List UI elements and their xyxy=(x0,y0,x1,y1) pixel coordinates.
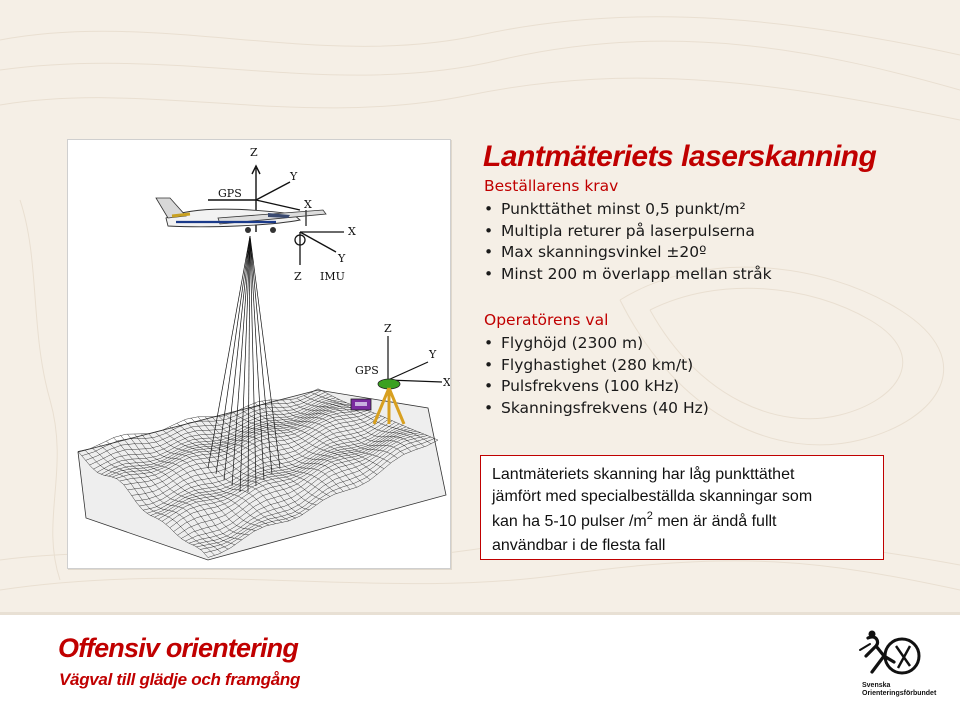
aircraft-x-label: X xyxy=(304,198,312,211)
imu-y-label: Y xyxy=(337,252,346,265)
list-item: •Pulsfrekvens (100 kHz) xyxy=(484,376,709,398)
runner-logo-icon xyxy=(859,630,921,675)
footer-brand: Offensiv orientering xyxy=(58,633,299,663)
aircraft-y-label: Y xyxy=(289,170,298,183)
lidar-diagram: Z Y X GPS X Y Z IMU Z Y X GPS xyxy=(77,146,450,561)
orienteering-federation-logo: Svenska Orienteringsförbundet xyxy=(858,628,938,698)
requirements-list: •Punkttäthet minst 0,5 punkt/m² •Multipl… xyxy=(484,199,772,285)
logo-line-2: Orienteringsförbundet xyxy=(862,690,937,697)
imu-z-label: Z xyxy=(294,270,302,283)
ground-x-label: X xyxy=(443,376,450,389)
list-item: •Minst 200 m överlapp mellan stråk xyxy=(484,264,772,286)
list-item: •Max skanningsvinkel ±20º xyxy=(484,242,772,264)
imu-label: IMU xyxy=(320,270,345,283)
ground-gps-label: GPS xyxy=(355,364,379,377)
note-box: Lantmäteriets skanning har låg punkttäth… xyxy=(480,455,884,560)
logo-line-1: Svenska xyxy=(862,682,891,689)
laser-beams xyxy=(207,235,281,493)
list-item: •Punkttäthet minst 0,5 punkt/m² xyxy=(484,199,772,221)
footer-band xyxy=(0,612,960,719)
lidar-scanning-figure: Z Y X GPS X Y Z IMU Z Y X GPS xyxy=(67,139,451,569)
note-line-1: Lantmäteriets skanning har låg punkttäth… xyxy=(492,466,795,483)
list-item: •Flyghöjd (2300 m) xyxy=(484,333,709,355)
bullet-dot-icon: • xyxy=(484,355,494,374)
page-title: Lantmäteriets laserskanning xyxy=(483,140,877,173)
operator-heading: Operatörens val xyxy=(484,311,609,329)
bullet-dot-icon: • xyxy=(484,221,494,240)
operator-list: •Flyghöjd (2300 m) •Flyghastighet (280 k… xyxy=(484,333,709,419)
aircraft-gps-label: GPS xyxy=(218,187,242,200)
bullet-dot-icon: • xyxy=(484,200,494,218)
note-line-3: kan ha 5-10 pulser /m2 men är ändå fullt xyxy=(492,510,777,530)
footer-tagline: Vägval till glädje och framgång xyxy=(59,670,301,689)
aircraft-z-label: Z xyxy=(250,146,258,159)
gps-ground-receiver-icon xyxy=(350,378,406,425)
bullet-dot-icon: • xyxy=(484,243,494,262)
terrain-mesh xyxy=(77,388,447,561)
aircraft-icon xyxy=(155,197,327,233)
note-line-4: användbar i de flesta fall xyxy=(492,536,666,554)
bullet-dot-icon: • xyxy=(484,334,494,352)
ground-y-label: Y xyxy=(428,348,437,361)
list-item: •Multipla returer på laserpulserna xyxy=(484,221,772,243)
bullet-dot-icon: • xyxy=(484,398,494,417)
imu-x-label: X xyxy=(348,225,356,238)
list-item: •Skanningsfrekvens (40 Hz) xyxy=(484,398,709,420)
bullet-dot-icon: • xyxy=(484,264,494,283)
note-line-2: jämfört med specialbeställda skanningar … xyxy=(492,487,813,505)
ground-z-label: Z xyxy=(384,322,392,335)
requirements-heading: Beställarens krav xyxy=(484,177,619,195)
list-item: •Flyghastighet (280 km/t) xyxy=(484,355,709,377)
imu-axes xyxy=(294,231,344,265)
bullet-dot-icon: • xyxy=(484,377,494,396)
